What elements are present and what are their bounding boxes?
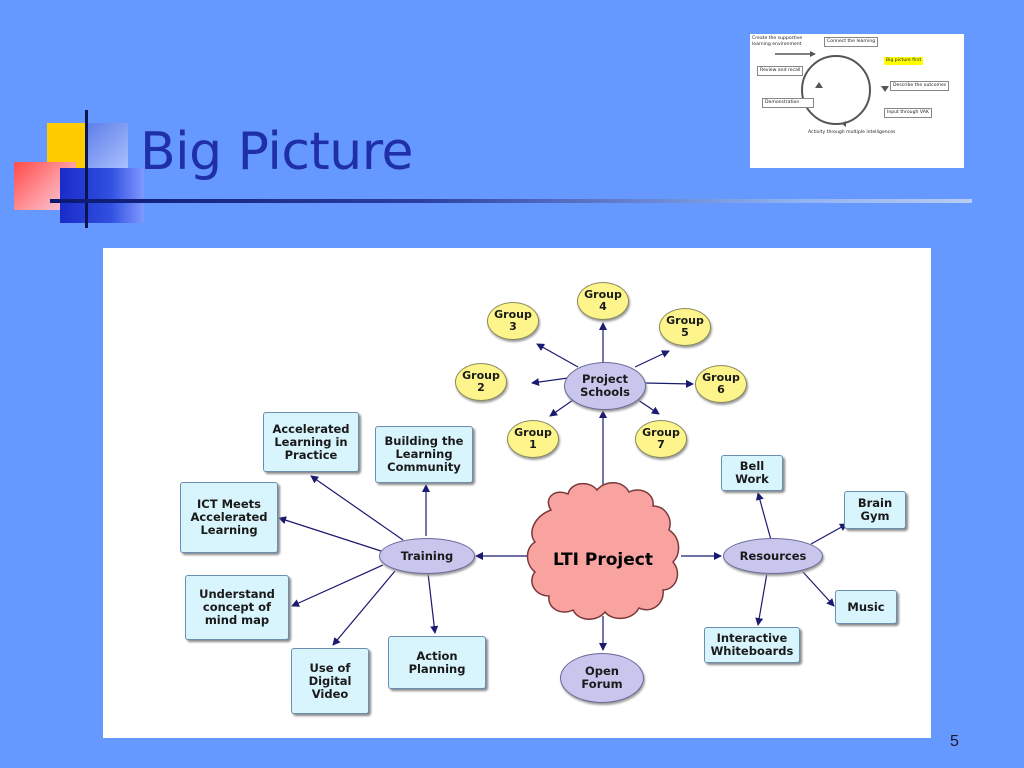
group-node-2[interactable]: Group 2 <box>455 363 507 401</box>
central-node-lti-project[interactable]: LTI Project <box>533 538 673 582</box>
resource-interactive-whiteboards[interactable]: Interactive Whiteboards <box>704 627 800 663</box>
deco-vertical-line <box>85 110 88 228</box>
group-4-label: Group 4 <box>584 288 622 313</box>
ict-meets-label: ICT Meets Accelerated Learning <box>190 497 268 537</box>
thumb-describe-label: Describe the outcomes <box>890 81 950 91</box>
group-node-4[interactable]: Group 4 <box>577 282 629 320</box>
group-node-3[interactable]: Group 3 <box>487 302 539 340</box>
training-building-community[interactable]: Building the Learning Community <box>375 426 473 483</box>
group-5-label: Group 5 <box>666 314 704 339</box>
resource-bell-work[interactable]: Bell Work <box>721 455 783 491</box>
learning-cycle-graphic <box>775 51 889 127</box>
interactive-whiteboards-label: Interactive Whiteboards <box>710 631 794 658</box>
group-node-1[interactable]: Group 1 <box>507 420 559 458</box>
deco-light-blue-square <box>88 123 128 168</box>
music-label: Music <box>847 599 885 614</box>
deco-dark-blue-square <box>60 168 144 223</box>
understand-mind-map-label: Understand concept of mind map <box>199 587 275 627</box>
group-6-label: Group 6 <box>702 371 740 396</box>
training-accelerated-learning[interactable]: Accelerated Learning in Practice <box>263 412 359 472</box>
group-2-label: Group 2 <box>462 369 500 394</box>
hub-resources-label: Resources <box>739 548 807 563</box>
central-node-label: LTI Project <box>553 550 653 570</box>
hub-training[interactable]: Training <box>379 538 475 574</box>
group-node-6[interactable]: Group 6 <box>695 365 747 403</box>
thumb-connect-label: Connect the learning <box>824 37 879 47</box>
brain-gym-label: Brain Gym <box>857 496 893 523</box>
group-1-label: Group 1 <box>514 426 552 451</box>
learning-cycle-thumbnail: Create the supportive learning environme… <box>750 34 964 168</box>
action-planning-label: Action Planning <box>408 648 466 676</box>
training-digital-video[interactable]: Use of Digital Video <box>291 648 369 714</box>
building-community-label: Building the Learning Community <box>384 434 464 474</box>
group-node-7[interactable]: Group 7 <box>635 420 687 458</box>
thumb-big-picture-label: Big picture first <box>884 57 924 65</box>
resource-music[interactable]: Music <box>835 590 897 624</box>
page-number: 5 <box>950 733 959 750</box>
hub-open-forum[interactable]: Open Forum <box>560 653 644 703</box>
accelerated-learning-label: Accelerated Learning in Practice <box>272 421 350 462</box>
thumb-activity-label: Activity through multiple intelligences <box>808 130 896 135</box>
hub-training-label: Training <box>400 548 454 563</box>
group-3-label: Group 3 <box>494 308 532 333</box>
group-node-5[interactable]: Group 5 <box>659 308 711 346</box>
hub-resources[interactable]: Resources <box>723 538 823 574</box>
bell-work-label: Bell Work <box>735 459 769 486</box>
training-ict-meets[interactable]: ICT Meets Accelerated Learning <box>180 482 278 553</box>
digital-video-label: Use of Digital Video <box>308 660 352 701</box>
lti-mind-map: LTI Project Project Schools Training Res… <box>103 248 931 738</box>
title-underline <box>50 199 972 203</box>
thumb-review-label: Review and recall <box>757 66 804 76</box>
group-7-label: Group 7 <box>642 426 680 451</box>
slide-title: Big Picture <box>140 122 413 182</box>
hub-open-forum-label: Open Forum <box>581 664 623 691</box>
thumb-create-label: Create the supportive learning environme… <box>752 36 803 47</box>
hub-project-schools[interactable]: Project Schools <box>564 362 646 410</box>
deco-yellow-square <box>47 123 87 168</box>
training-action-planning[interactable]: Action Planning <box>388 636 486 689</box>
hub-project-schools-label: Project Schools <box>580 372 630 399</box>
training-understand-mind-map[interactable]: Understand concept of mind map <box>185 575 289 640</box>
resource-brain-gym[interactable]: Brain Gym <box>844 491 906 529</box>
thumb-demonstration-label: Demonstration <box>762 98 815 108</box>
thumb-input-label: Input through VAK <box>884 108 932 118</box>
